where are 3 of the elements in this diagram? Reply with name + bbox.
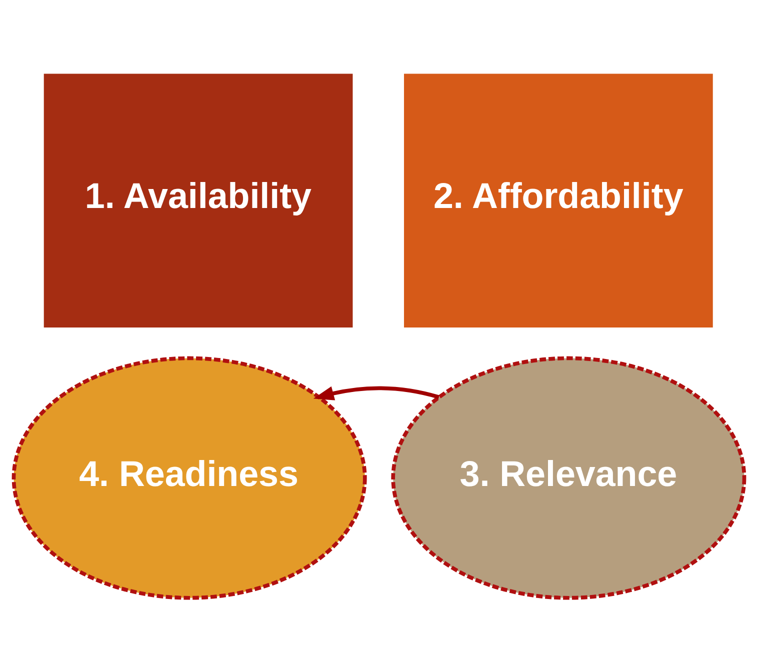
- node-ellipse: 3. Relevance: [391, 356, 746, 600]
- arrow: [313, 386, 440, 400]
- node-ellipse: 4. Readiness: [12, 356, 367, 600]
